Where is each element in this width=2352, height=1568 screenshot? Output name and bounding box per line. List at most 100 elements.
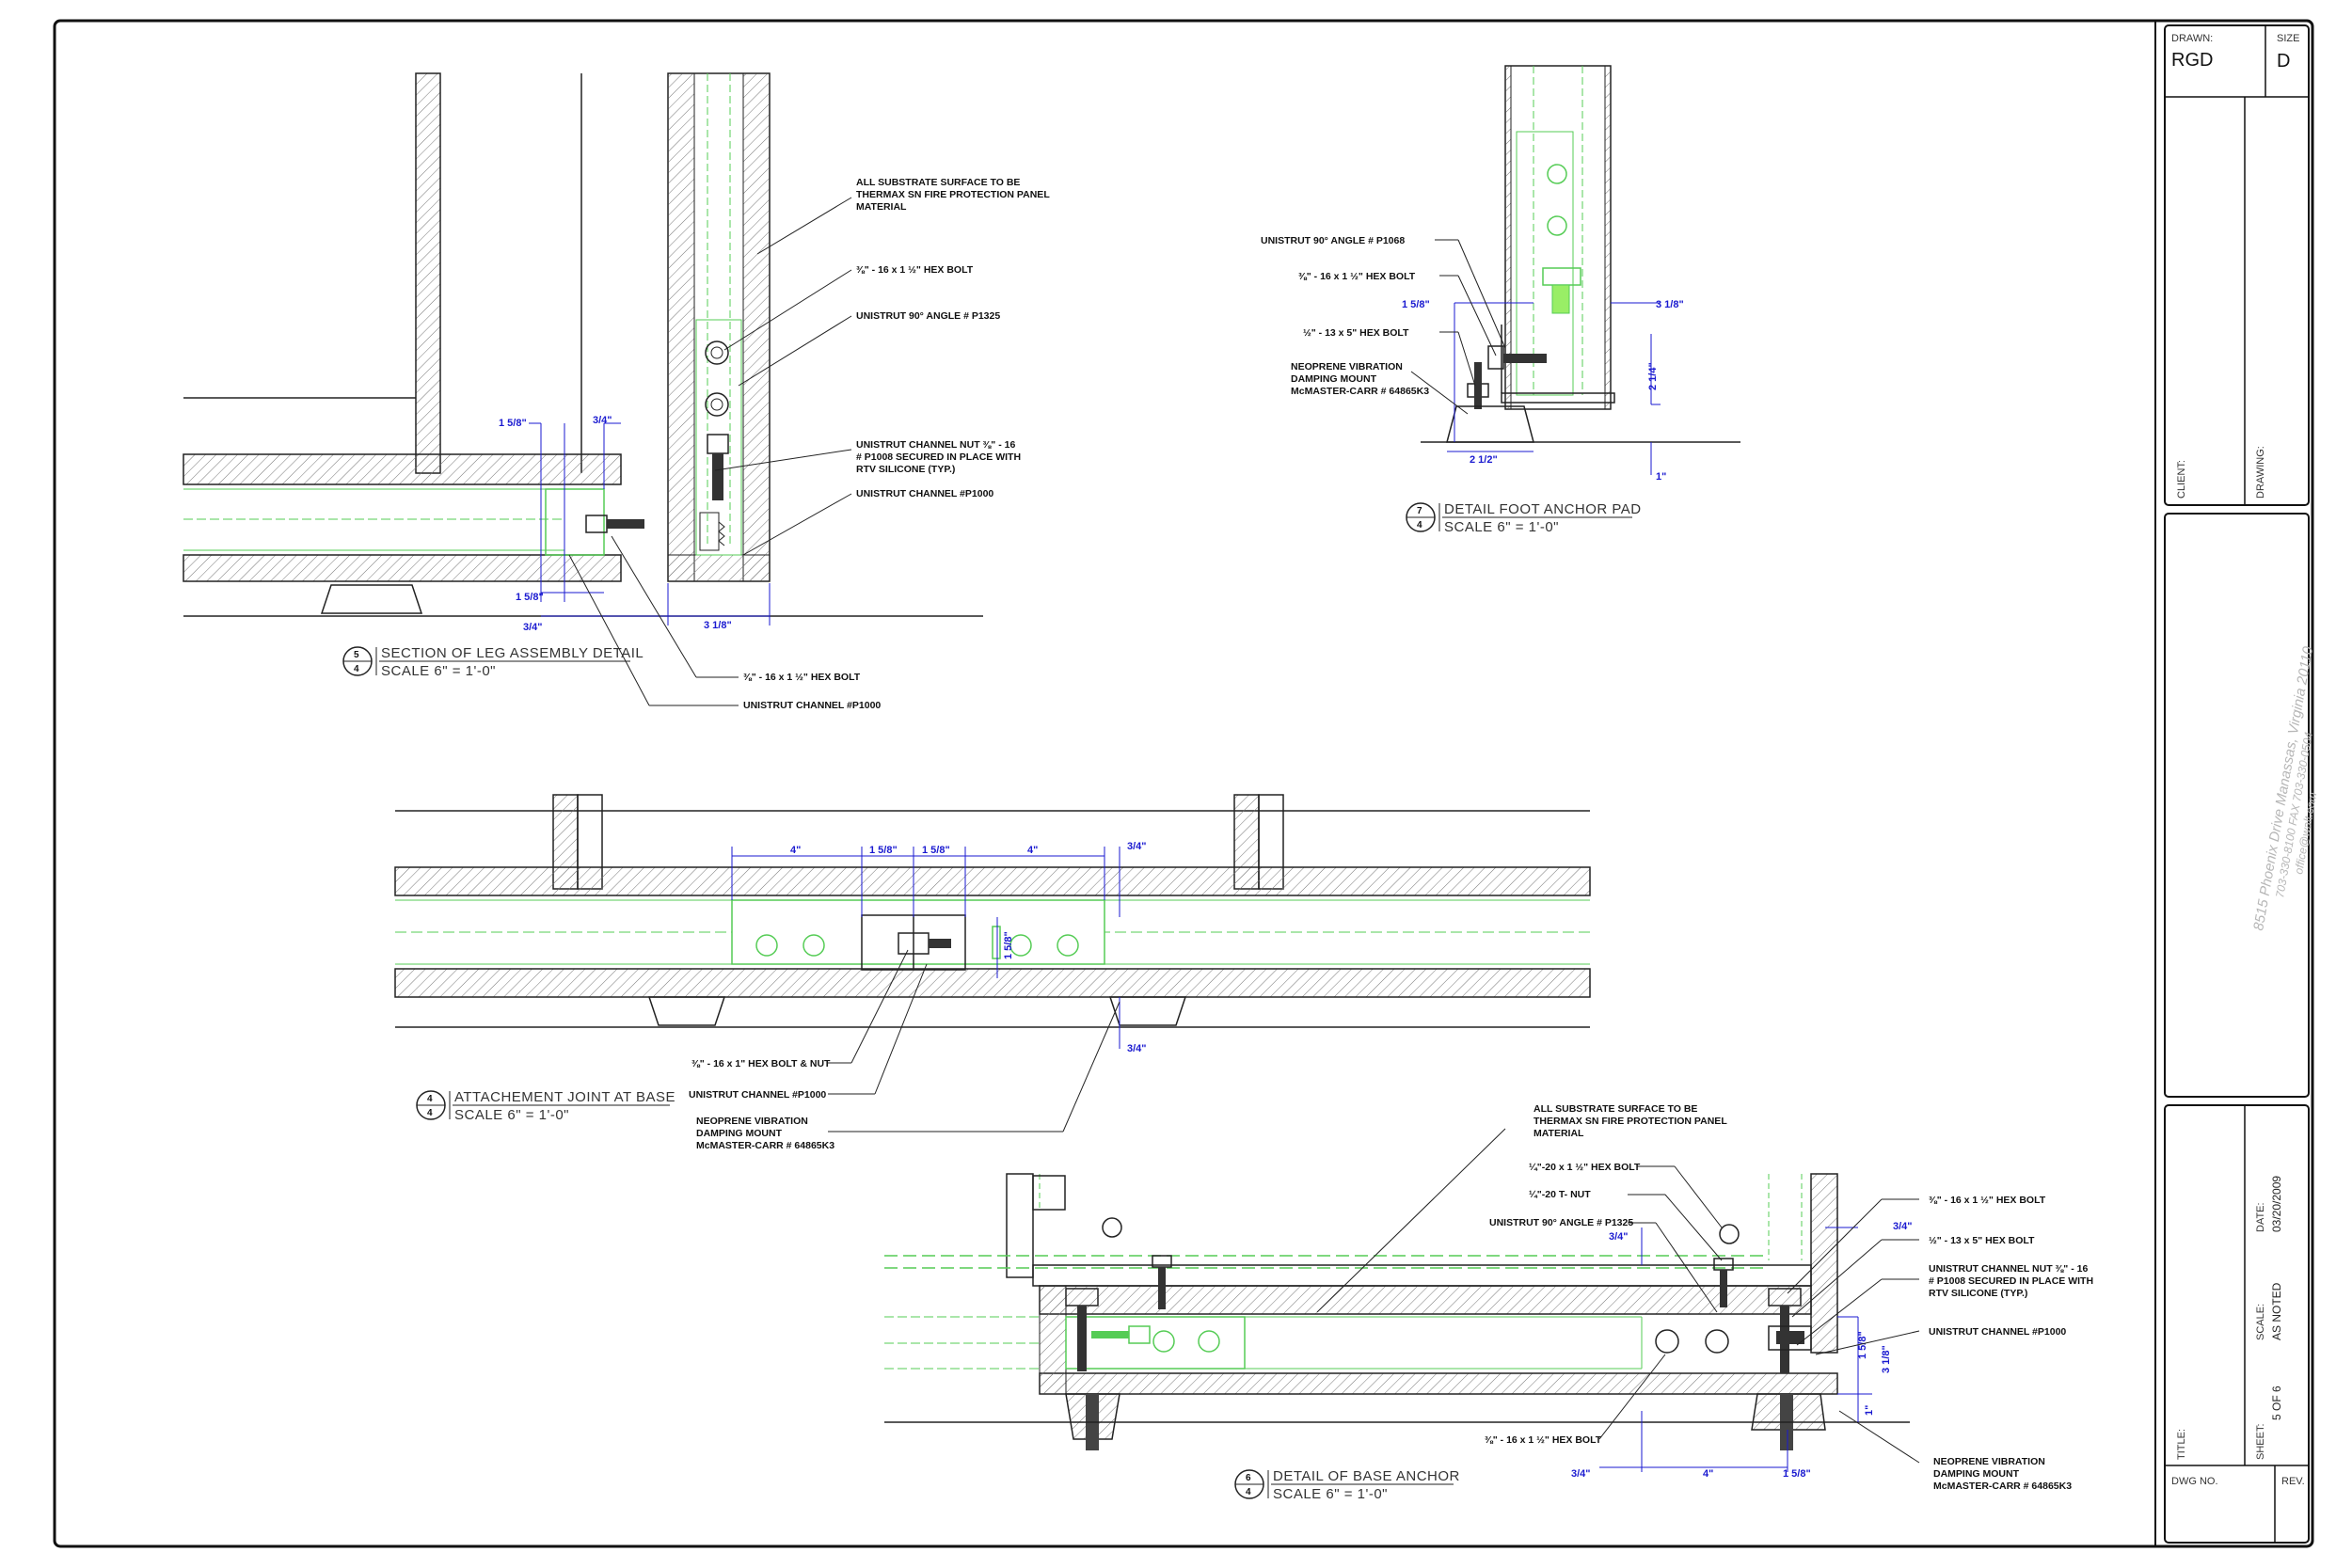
date-label: DATE:: [2255, 1202, 2266, 1232]
base-note-nut-1: UNISTRUT CHANNEL NUT ⅜" - 16: [1929, 1263, 2088, 1275]
leg-note-channel: UNISTRUT CHANNEL #P1000: [856, 488, 993, 499]
base-dim-7: 3 1/8": [1881, 1345, 1892, 1373]
leg-assembly-detail: 1 5/8" 3/4" 1 5/8" 3/4" 3 1/8" ALL SUBST…: [183, 72, 1050, 711]
joint-note-hex-bolt: ⅜" - 16 x 1" HEX BOLT & NUT: [691, 1058, 831, 1069]
base-dim-6: 1 5/8": [1857, 1331, 1868, 1359]
base-note-substrate-2: THERMAX SN FIRE PROTECTION PANEL: [1534, 1116, 1727, 1127]
leg-note-hex-bolt-top: ⅜" - 16 x 1 ½" HEX BOLT: [856, 264, 974, 276]
joint-detail-sheet: 4: [427, 1108, 433, 1118]
leg-dim-4: 3/4": [523, 622, 543, 633]
base-note-hex-bolt-r2: ½" - 13 x 5" HEX BOLT: [1929, 1235, 2035, 1246]
base-dim-5: 3/4": [1571, 1468, 1591, 1480]
joint-detail-number: 4: [427, 1094, 433, 1104]
base-note-neo-2: DAMPING MOUNT: [1933, 1468, 2020, 1480]
leg-detail-scale: SCALE 6" = 1'-0": [381, 663, 496, 679]
joint-detail-title: ATTACHEMENT JOINT AT BASE: [454, 1089, 675, 1105]
foot-note-angle: UNISTRUT 90° ANGLE # P1068: [1261, 235, 1405, 246]
joint-note-channel: UNISTRUT CHANNEL #P1000: [689, 1089, 826, 1101]
date-value: 03/20/2009: [2270, 1176, 2283, 1232]
leg-dim-3: 1 5/8": [516, 592, 544, 603]
joint-note-neo-3: McMASTER-CARR # 64865K3: [696, 1140, 834, 1151]
foot-dim-5: 1": [1656, 471, 1666, 483]
base-dim-1: 3/4": [1609, 1231, 1629, 1243]
title-block: DRAWN: RGD SIZE D CLIENT: DRAWING: 8515 …: [2154, 21, 2319, 1546]
leg-dim-2: 3/4": [593, 415, 612, 426]
base-anchor-detail: 3/4" 3/4" 4" 1 5/8" 3/4" 1 5/8" 3 1/8" 1…: [884, 1103, 2093, 1502]
base-note-hex-bolt-20: ¼"-20 x 1 ½" HEX BOLT: [1529, 1162, 1641, 1173]
leg-dim-5: 3 1/8": [704, 620, 732, 631]
foot-detail-scale: SCALE 6" = 1'-0": [1444, 519, 1559, 535]
base-note-channel: UNISTRUT CHANNEL #P1000: [1929, 1326, 2066, 1338]
foot-detail-title: DETAIL FOOT ANCHOR PAD: [1444, 501, 1642, 517]
foot-note-neo-2: DAMPING MOUNT: [1291, 373, 1377, 385]
scale-value: AS NOTED: [2270, 1282, 2283, 1340]
leg-detail-number: 5: [354, 650, 359, 660]
scale-label: SCALE:: [2255, 1304, 2266, 1340]
base-dim-8: 1": [1864, 1405, 1875, 1416]
foot-note-neo-3: McMASTER-CARR # 64865K3: [1291, 386, 1429, 397]
foot-note-hex-bolt: ⅜" - 16 x 1 ½" HEX BOLT: [1298, 271, 1416, 282]
foot-dim-3: 2 1/4": [1647, 362, 1659, 390]
sheet-border: [53, 19, 2314, 1548]
base-detail-title: DETAIL OF BASE ANCHOR: [1273, 1468, 1460, 1484]
base-note-nut-3: RTV SILICONE (TYP.): [1929, 1288, 2027, 1299]
base-note-tnut: ¼"-20 T- NUT: [1529, 1189, 1591, 1200]
joint-dim-2: 1 5/8": [869, 845, 898, 856]
foot-dim-1: 1 5/8": [1402, 299, 1430, 310]
rev-label: REV.: [2281, 1476, 2305, 1487]
leg-note-substrate-2: THERMAX SN FIRE PROTECTION PANEL: [856, 189, 1050, 200]
size-label: SIZE: [2277, 33, 2299, 44]
base-note-neo-3: McMASTER-CARR # 64865K3: [1933, 1481, 2072, 1492]
leg-detail-sheet: 4: [354, 664, 359, 674]
leg-note-hex-bolt-bottom: ⅜" - 16 x 1 ½" HEX BOLT: [743, 672, 861, 683]
joint-dim-3: 1 5/8": [922, 845, 950, 856]
drawn-label: DRAWN:: [2171, 33, 2213, 44]
joint-dim-5: 3/4": [1127, 841, 1147, 852]
base-dim-3: 4": [1703, 1468, 1713, 1480]
dwg-no-label: DWG NO.: [2171, 1476, 2218, 1487]
sheet-label: SHEET:: [2255, 1423, 2266, 1460]
size-value: D: [2277, 51, 2290, 71]
client-label: CLIENT:: [2176, 460, 2187, 499]
drawn-value: RGD: [2171, 50, 2213, 71]
base-note-substrate-3: MATERIAL: [1534, 1128, 1584, 1139]
drawing-label: DRAWING:: [2255, 446, 2266, 499]
foot-note-neo-1: NEOPRENE VIBRATION: [1291, 361, 1403, 372]
leg-note-substrate-3: MATERIAL: [856, 201, 907, 213]
joint-dim-1: 4": [790, 845, 801, 856]
leg-dim-1: 1 5/8": [499, 418, 527, 429]
joint-note-neo-1: NEOPRENE VIBRATION: [696, 1116, 808, 1127]
foot-detail-sheet: 4: [1417, 520, 1422, 531]
joint-detail: 4" 1 5/8" 1 5/8" 4" 3/4" 1 5/8" 3/4" ⅜" …: [394, 794, 1591, 1151]
leg-note-substrate-1: ALL SUBSTRATE SURFACE TO BE: [856, 177, 1020, 188]
base-dim-4: 1 5/8": [1783, 1468, 1811, 1480]
joint-dim-7: 3/4": [1127, 1043, 1147, 1054]
base-note-hex-bolt-bottom: ⅜" - 16 x 1 ½" HEX BOLT: [1485, 1434, 1602, 1446]
base-note-substrate-1: ALL SUBSTRATE SURFACE TO BE: [1534, 1103, 1697, 1115]
leg-note-channel-bottom: UNISTRUT CHANNEL #P1000: [743, 700, 881, 711]
base-detail-number: 6: [1246, 1473, 1251, 1483]
foot-note-hex-bolt-2: ½" - 13 x 5" HEX BOLT: [1303, 327, 1409, 339]
base-detail-scale: SCALE 6" = 1'-0": [1273, 1486, 1388, 1502]
leg-note-nut-3: RTV SILICONE (TYP.): [856, 464, 955, 475]
base-dim-2: 3/4": [1893, 1221, 1913, 1232]
leg-detail-title: SECTION OF LEG ASSEMBLY DETAIL: [381, 645, 644, 661]
joint-dim-6: 1 5/8": [1003, 931, 1014, 959]
leg-note-nut-1: UNISTRUT CHANNEL NUT ⅜" - 16: [856, 439, 1015, 451]
foot-anchor-detail: 1 5/8" 3 1/8" 2 1/4" 2 1/2" 1" UNISTRUT …: [1261, 65, 1740, 535]
base-note-angle: UNISTRUT 90° ANGLE # P1325: [1489, 1217, 1633, 1228]
foot-detail-number: 7: [1417, 506, 1422, 516]
foot-dim-2: 3 1/8": [1656, 299, 1684, 310]
joint-note-neo-2: DAMPING MOUNT: [696, 1128, 783, 1139]
leg-note-nut-2: # P1008 SECURED IN PLACE WITH: [856, 451, 1021, 463]
base-note-nut-2: # P1008 SECURED IN PLACE WITH: [1929, 1275, 2093, 1287]
sheet-value: 5 OF 6: [2270, 1386, 2283, 1420]
joint-dim-4: 4": [1027, 845, 1038, 856]
leg-note-angle: UNISTRUT 90° ANGLE # P1325: [856, 310, 1000, 322]
title-label: TITLE:: [2176, 1429, 2187, 1460]
foot-dim-4: 2 1/2": [1470, 454, 1498, 466]
base-note-hex-bolt-r1: ⅜" - 16 x 1 ½" HEX BOLT: [1929, 1195, 2046, 1206]
base-note-neo-1: NEOPRENE VIBRATION: [1933, 1456, 2045, 1467]
joint-detail-scale: SCALE 6" = 1'-0": [454, 1107, 569, 1123]
